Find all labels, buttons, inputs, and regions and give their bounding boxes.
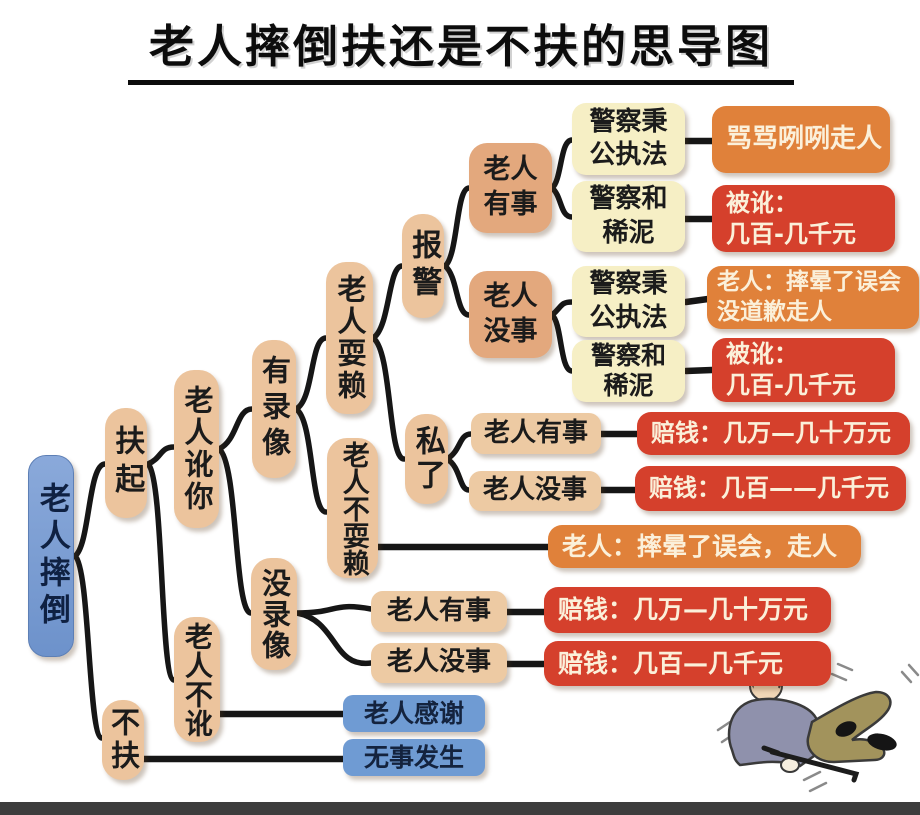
node-root-laoren-shuaidao: 老人摔倒 bbox=[28, 455, 74, 657]
shoe-icon bbox=[835, 721, 857, 737]
brace-baojing bbox=[442, 185, 472, 318]
node-laoren-eni: 老人讹你 bbox=[174, 370, 219, 528]
node-police-mud-2: 警察和 稀泥 bbox=[572, 340, 685, 402]
bottom-dark-bar bbox=[0, 802, 920, 815]
node-police-fair-1: 警察秉 公执法 bbox=[572, 103, 685, 175]
node-ml-laoren-youshi: 老人有事 bbox=[371, 591, 507, 632]
link-police-fair-2 bbox=[682, 295, 712, 306]
cane-icon bbox=[761, 745, 860, 783]
result-pay-big-2: 赔钱：几万—几十万元 bbox=[544, 587, 831, 633]
page-title: 老人摔倒扶还是不扶的思导图 bbox=[128, 10, 794, 85]
brace-shualai bbox=[370, 263, 407, 462]
node-fuqi: 扶起 bbox=[105, 408, 147, 518]
node-sl-laoren-meishi: 老人没事 bbox=[469, 471, 601, 511]
result-nothing-happens: 无事发生 bbox=[343, 739, 485, 776]
result-scold-leave: 骂骂咧咧走人 bbox=[712, 106, 890, 173]
node-laoren-bu-shualai-label: 老人不耍赖 bbox=[337, 440, 369, 576]
brace-bj-youshi bbox=[549, 137, 575, 220]
node-siliao: 私了 bbox=[405, 414, 448, 504]
node-bufu-label: 不扶 bbox=[106, 707, 141, 773]
result-pay-small-2: 赔钱：几百—几千元 bbox=[544, 641, 831, 686]
brace-siliao bbox=[444, 431, 474, 493]
node-siliao-label: 私了 bbox=[409, 425, 445, 493]
node-laoren-eni-label: 老人讹你 bbox=[180, 385, 215, 513]
result-pay-small-1: 赔钱：几百——几千元 bbox=[635, 466, 906, 511]
node-laoren-shualai-label: 老人耍赖 bbox=[333, 274, 368, 402]
node-laoren-bu-shualai: 老人不耍赖 bbox=[327, 438, 378, 578]
result-extorted-1: 被讹： 几百-几千元 bbox=[712, 185, 895, 252]
brace-eni bbox=[216, 406, 255, 616]
brace-bj-meishi bbox=[549, 299, 575, 374]
result-dizzy-leave: 老人：摔晕了误会，走人 bbox=[548, 525, 861, 568]
brace-fuqi bbox=[145, 444, 177, 683]
node-baojing: 报警 bbox=[402, 214, 444, 318]
node-police-mud-1: 警察和 稀泥 bbox=[572, 181, 685, 252]
result-thanks: 老人感谢 bbox=[343, 695, 485, 732]
node-fuqi-label: 扶起 bbox=[109, 425, 145, 501]
node-police-fair-2: 警察秉 公执法 bbox=[572, 266, 685, 337]
node-baojing-label: 报警 bbox=[406, 229, 442, 303]
brace-meiluxiang bbox=[294, 603, 374, 666]
link-police-mud-2 bbox=[682, 366, 716, 375]
node-ml-laoren-meishi: 老人没事 bbox=[371, 643, 507, 683]
node-laoren-bue: 老人不讹 bbox=[174, 617, 220, 742]
node-root-label: 老人摔倒 bbox=[33, 482, 70, 630]
node-mei-luxiang: 没录像 bbox=[251, 558, 297, 670]
node-bj-laoren-youshi: 老人 有事 bbox=[469, 143, 552, 233]
brace-root bbox=[72, 461, 108, 741]
node-you-luxiang-label: 有录像 bbox=[257, 355, 292, 463]
node-laoren-shualai: 老人耍赖 bbox=[326, 262, 373, 414]
node-bj-laoren-meishi: 老人 没事 bbox=[469, 271, 552, 358]
node-sl-laoren-youshi: 老人有事 bbox=[471, 413, 601, 454]
node-laoren-bue-label: 老人不讹 bbox=[180, 621, 214, 738]
result-dizzy-no-apology: 老人：摔晕了误会 没道歉走人 bbox=[707, 266, 919, 329]
fallen-elderly-illustration bbox=[716, 662, 920, 793]
result-pay-big-1: 赔钱：几万—几十万元 bbox=[637, 412, 910, 455]
node-you-luxiang: 有录像 bbox=[252, 340, 296, 478]
node-mei-luxiang-label: 没录像 bbox=[257, 567, 292, 661]
torso-icon bbox=[727, 697, 823, 768]
node-bufu: 不扶 bbox=[102, 700, 144, 780]
brace-youluxiang bbox=[293, 335, 329, 515]
shoe-icon bbox=[867, 733, 897, 751]
result-extorted-2: 被讹： 几百-几千元 bbox=[712, 338, 895, 402]
